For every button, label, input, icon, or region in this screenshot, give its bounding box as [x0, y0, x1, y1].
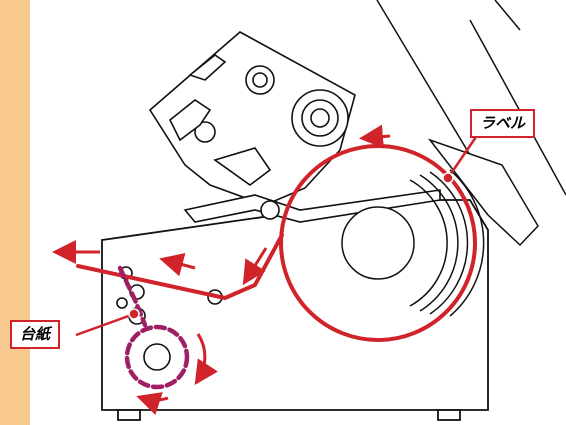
- liner-path: [117, 265, 190, 390]
- label-callout: ラベル: [470, 109, 536, 138]
- feed-guide-lines: [376, 0, 566, 196]
- callout-leaders: [75, 133, 480, 337]
- liner-direction-arrows: [136, 333, 218, 415]
- liner-callout: 台紙: [10, 320, 61, 349]
- print-head-assembly: [148, 31, 441, 223]
- label-direction-arrows: [52, 124, 391, 286]
